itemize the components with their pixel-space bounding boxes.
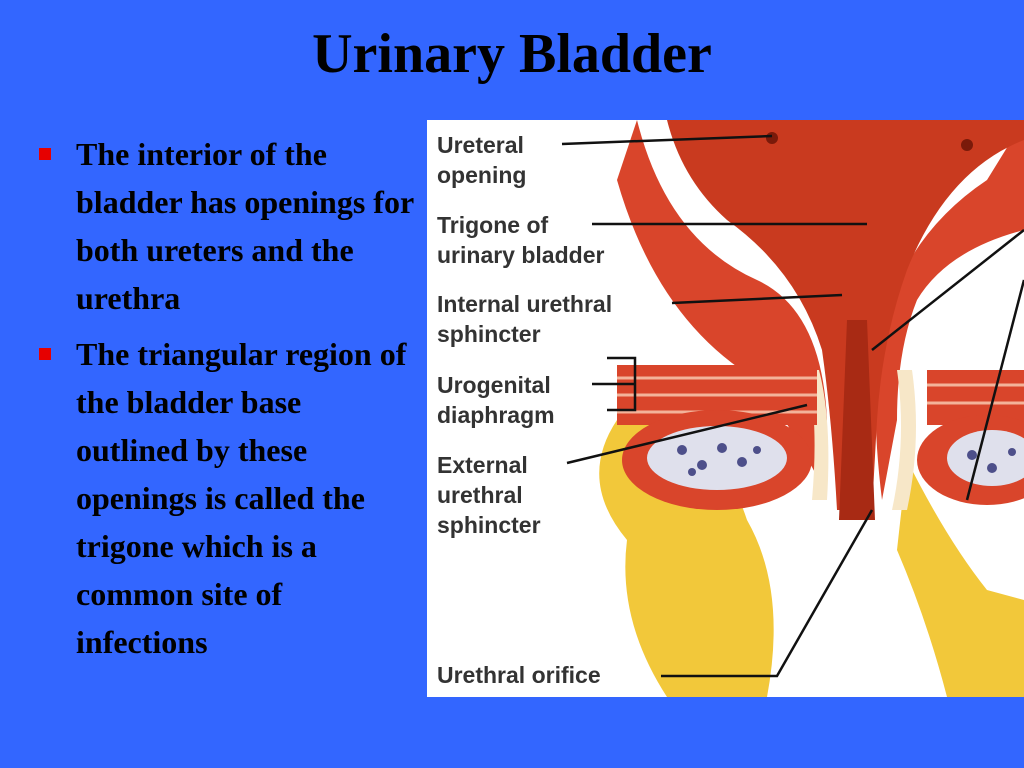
label-external-sphincter-1: External: [437, 452, 528, 478]
label-urogenital-diaphragm-2: diaphragm: [437, 402, 555, 428]
label-external-sphincter-2: urethral: [437, 482, 523, 508]
bullet-square-icon: [39, 148, 51, 160]
label-trigone-2: urinary bladder: [437, 242, 604, 268]
bullet-text: The interior of the bladder has openings…: [76, 136, 414, 316]
label-internal-sphincter-2: sphincter: [437, 321, 541, 347]
label-urethral-orifice: Urethral orifice: [437, 662, 601, 688]
bullet-square-icon: [39, 348, 51, 360]
bladder-anatomy-figure: Ureteral opening Trigone of urinary blad…: [427, 120, 1024, 697]
bullet-item: The triangular region of the bladder bas…: [36, 330, 416, 666]
label-trigone-1: Trigone of: [437, 212, 549, 238]
label-ureteral-opening-1: Ureteral: [437, 132, 524, 158]
bladder-anatomy-illustration: Ureteral opening Trigone of urinary blad…: [437, 120, 1024, 697]
bullet-text: The triangular region of the bladder bas…: [76, 336, 407, 660]
slide-title: Urinary Bladder: [312, 23, 712, 85]
label-internal-sphincter-1: Internal urethral: [437, 291, 612, 317]
bullet-list: The interior of the bladder has openings…: [36, 130, 416, 674]
bullet-item: The interior of the bladder has openings…: [36, 130, 416, 322]
label-urogenital-diaphragm-1: Urogenital: [437, 372, 551, 398]
label-external-sphincter-3: sphincter: [437, 512, 541, 538]
label-ureteral-opening-2: opening: [437, 162, 526, 188]
